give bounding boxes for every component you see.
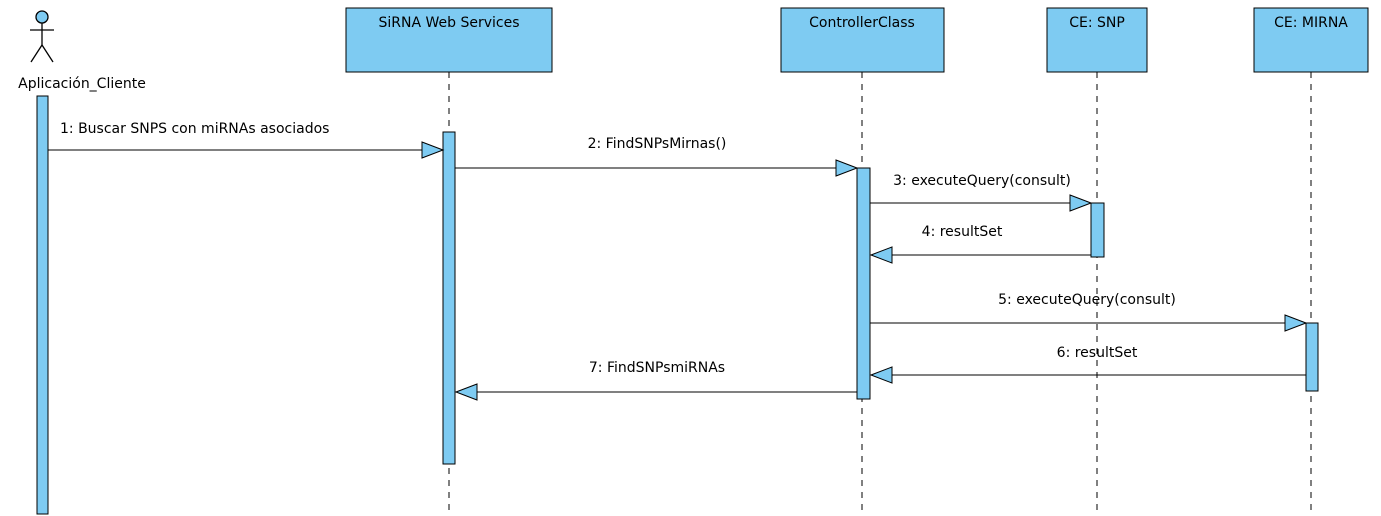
lifeline-title: CE: SNP: [1069, 15, 1125, 31]
message-label: 4: resultSet: [922, 224, 1003, 240]
message-label: 5: executeQuery(consult): [998, 292, 1176, 308]
message-label: 6: resultSet: [1057, 345, 1138, 361]
open-arrowhead-icon: [421, 141, 445, 159]
lifeline-header-controller-class: ControllerClass: [780, 7, 945, 73]
activation-bar-ce-mirna: [1305, 322, 1319, 392]
lifeline-header-sirna-web-services: SiRNA Web Services: [345, 7, 553, 73]
message-label: 3: executeQuery(consult): [893, 173, 1071, 189]
open-arrowhead-icon: [454, 383, 478, 401]
message-label: 2: FindSNPsMirnas(): [588, 136, 727, 152]
message-3: 3: executeQuery(consult): [870, 173, 1093, 212]
open-arrowhead-icon: [869, 246, 893, 264]
message-2: 2: FindSNPsMirnas(): [455, 136, 859, 177]
lifeline-title: CE: MIRNA: [1274, 15, 1348, 31]
activation-bar-client: [36, 95, 49, 515]
message-label: 1: Buscar SNPS con miRNAs asociados: [60, 121, 329, 137]
open-arrowhead-icon: [869, 366, 893, 384]
open-arrowhead-icon: [1069, 194, 1093, 212]
activation-bar-sirna-web-services: [442, 131, 456, 465]
activation-bar-controller-class: [856, 167, 871, 400]
actor-label: Aplicación_Cliente: [18, 76, 146, 92]
activation-bar-ce-snp: [1090, 202, 1105, 258]
message-5: 5: executeQuery(consult): [870, 292, 1308, 332]
activation-bars: [36, 95, 1319, 515]
message-7: 7: FindSNPsmiRNAs: [454, 360, 857, 401]
open-arrowhead-icon: [1284, 314, 1308, 332]
message-1: 1: Buscar SNPS con miRNAs asociados: [48, 121, 445, 159]
message-4: 4: resultSet: [869, 224, 1091, 264]
lifeline-title: SiRNA Web Services: [378, 15, 519, 31]
lifeline-title: ControllerClass: [809, 15, 915, 31]
lifeline-header-ce-snp: CE: SNP: [1046, 7, 1148, 73]
lifeline-header-ce-mirna: CE: MIRNA: [1253, 7, 1369, 73]
stick-figure-icon: [30, 10, 54, 63]
message-label: 7: FindSNPsmiRNAs: [589, 360, 725, 376]
message-6: 6: resultSet: [869, 345, 1306, 384]
open-arrowhead-icon: [835, 159, 859, 177]
